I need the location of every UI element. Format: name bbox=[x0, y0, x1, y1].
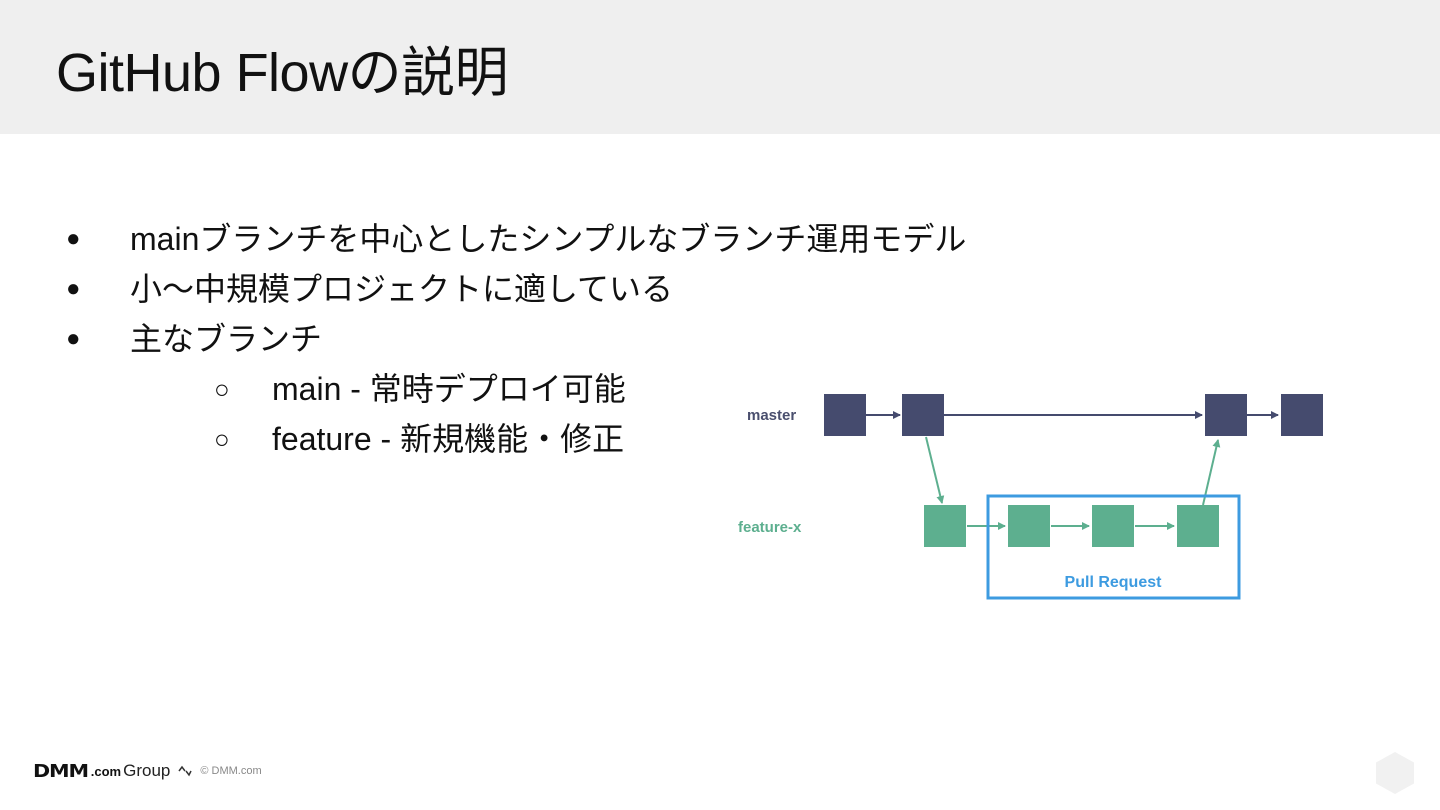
feature-commit bbox=[924, 505, 966, 547]
pull-request-box bbox=[986, 494, 1241, 600]
merge-arrow bbox=[1202, 439, 1221, 506]
bullet-item: ● 主なブランチ bbox=[66, 314, 1066, 364]
sub-bullet-text: main - 常時デプロイ可能 bbox=[272, 371, 626, 407]
title-bar: GitHub Flowの説明 bbox=[0, 0, 1440, 134]
bullet-text: mainブランチを中心としたシンプルなブランチ運用モデル bbox=[130, 221, 967, 257]
sub-bullet-marker: ○ bbox=[214, 374, 230, 404]
bullet-marker: ● bbox=[66, 225, 81, 252]
logo-dotcom-text: .com bbox=[90, 763, 122, 779]
sub-bullet-item: ○ main - 常時デプロイ可能 bbox=[66, 364, 1066, 414]
bullet-marker: ● bbox=[66, 275, 81, 302]
feature-commit bbox=[1092, 505, 1134, 547]
bullet-marker: ● bbox=[66, 325, 81, 352]
sub-bullet-marker: ○ bbox=[214, 424, 230, 454]
github-flow-diagram: master feature-x Pull Request bbox=[738, 394, 1323, 600]
branch-off-arrow bbox=[925, 436, 945, 504]
copyright-text: © DMM.com bbox=[200, 765, 262, 777]
logo-dmm-text: DMM bbox=[33, 760, 89, 782]
feature-commit bbox=[1008, 505, 1050, 547]
bullet-item: ● 小～中規模プロジェクトに適している bbox=[66, 264, 1066, 314]
bullet-text: 主なブランチ bbox=[130, 321, 323, 357]
logo-group-text: Group bbox=[123, 761, 171, 780]
bullet-text: 小～中規模プロジェクトに適している bbox=[130, 271, 674, 307]
master-commit bbox=[902, 394, 944, 436]
hexagon-icon bbox=[1376, 752, 1414, 794]
feature-branch-label: feature-x bbox=[738, 519, 802, 536]
bullet-item: ● mainブランチを中心としたシンプルなブランチ運用モデル bbox=[66, 214, 1066, 264]
feature-commit bbox=[1177, 505, 1219, 547]
master-commit bbox=[1281, 394, 1323, 436]
dmm-chevron-mark-icon bbox=[178, 765, 193, 777]
master-commit bbox=[1205, 394, 1247, 436]
sub-bullet-text: feature - 新規機能・修正 bbox=[272, 421, 625, 457]
company-logo: DMM .com Group © DMM.com bbox=[33, 758, 262, 784]
sub-bullet-item: ○ feature - 新規機能・修正 bbox=[66, 414, 1066, 464]
slide-title: GitHub Flowの説明 bbox=[56, 43, 509, 103]
master-branch-label: master bbox=[747, 407, 796, 424]
pull-request-label: Pull Request bbox=[1065, 574, 1163, 591]
master-commit bbox=[824, 394, 866, 436]
bullet-list: ● mainブランチを中心としたシンプルなブランチ運用モデル ● 小～中規模プロジェ… bbox=[66, 214, 1066, 464]
